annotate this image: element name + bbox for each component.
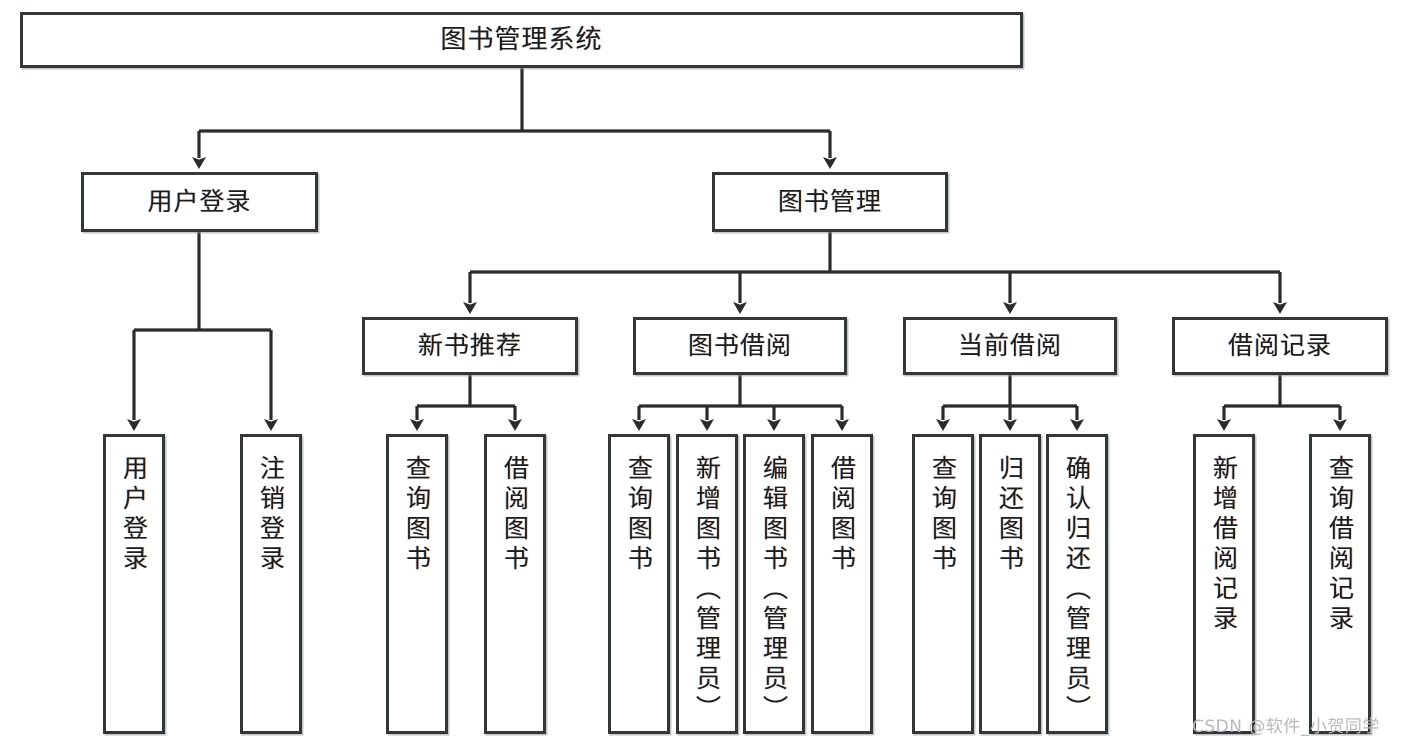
leaf-newrec-borrow-book[interactable]: 借阅图书 [484, 434, 546, 734]
edge-bookmgmt-to-level3 [463, 232, 1287, 314]
node-label: 注销登录 [256, 455, 286, 575]
node-label: 新增图书（管理员） [692, 455, 722, 725]
leaf-current-confirm-return[interactable]: 确认归还（管理员） [1046, 434, 1108, 734]
node-label: 归还图书 [995, 455, 1025, 575]
node-label: 查询借阅记录 [1325, 455, 1355, 635]
node-label: 图书管理 [777, 187, 882, 217]
node-label: 图书借阅 [687, 331, 792, 361]
node-label: 借阅记录 [1227, 331, 1332, 361]
node-label: 查询图书 [624, 455, 654, 575]
leaf-borrow-query-book[interactable]: 查询图书 [608, 434, 670, 734]
node-label: 用户登录 [147, 187, 252, 217]
leaf-borrow-add-book[interactable]: 新增图书（管理员） [676, 434, 738, 734]
node-label: 新增借阅记录 [1209, 455, 1239, 635]
leaf-user-logout[interactable]: 注销登录 [240, 434, 302, 734]
node-borrow-records[interactable]: 借阅记录 [1172, 317, 1388, 375]
node-book-borrow[interactable]: 图书借阅 [633, 317, 847, 375]
node-label: 借阅图书 [827, 455, 857, 575]
node-label: 借阅图书 [500, 455, 530, 575]
leaf-borrow-borrow-book[interactable]: 借阅图书 [811, 434, 873, 734]
edge-records-to-leaves [1217, 375, 1347, 431]
edge-root-to-level2 [192, 68, 837, 169]
leaf-records-query-record[interactable]: 查询借阅记录 [1309, 434, 1371, 734]
edge-borrow-to-leaves [632, 375, 849, 431]
node-root[interactable]: 图书管理系统 [20, 12, 1023, 68]
node-label: 查询图书 [928, 455, 958, 575]
node-label: 新书推荐 [417, 331, 522, 361]
csdn-watermark: CSDN @软件_小贺同学 [1192, 717, 1380, 737]
node-label: 查询图书 [402, 455, 432, 575]
leaf-user-login[interactable]: 用户登录 [103, 434, 165, 734]
node-user-login[interactable]: 用户登录 [81, 172, 318, 232]
leaf-current-return-book[interactable]: 归还图书 [979, 434, 1041, 734]
node-new-book-recommend[interactable]: 新书推荐 [362, 317, 578, 375]
leaf-current-query-book[interactable]: 查询图书 [912, 434, 974, 734]
edge-newrec-to-leaves [410, 375, 522, 431]
edge-current-to-leaves [936, 375, 1084, 431]
node-label: 当前借阅 [957, 331, 1062, 361]
node-label: 图书管理系统 [440, 24, 603, 55]
node-label: 用户登录 [119, 455, 149, 575]
leaf-newrec-query-book[interactable]: 查询图书 [386, 434, 448, 734]
node-current-borrow[interactable]: 当前借阅 [903, 317, 1117, 375]
node-book-management[interactable]: 图书管理 [712, 172, 948, 232]
node-label: 编辑图书（管理员） [759, 455, 789, 725]
leaf-borrow-edit-book[interactable]: 编辑图书（管理员） [743, 434, 805, 734]
node-label: 确认归还（管理员） [1062, 455, 1092, 725]
leaf-records-add-record[interactable]: 新增借阅记录 [1193, 434, 1255, 734]
edge-login-to-leaves [127, 232, 278, 431]
